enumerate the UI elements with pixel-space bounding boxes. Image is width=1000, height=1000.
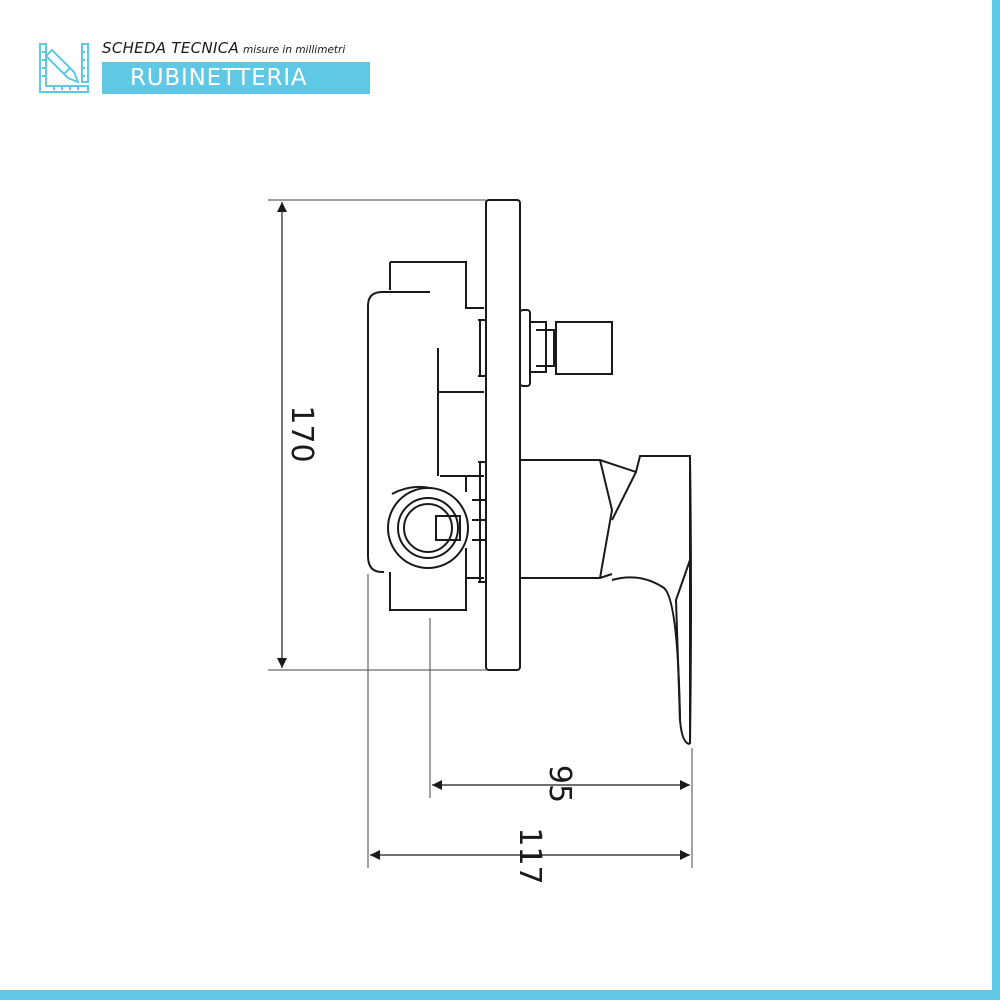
extension-lines xyxy=(268,199,693,868)
frame-border-bottom xyxy=(0,990,1000,1000)
ruler-pencil-icon xyxy=(39,43,89,93)
dim-label-95: 95 xyxy=(542,765,577,803)
dim-label-117: 117 xyxy=(512,827,547,884)
dim-label-height: 170 xyxy=(284,405,319,462)
diverter-port xyxy=(387,485,469,569)
header-subtitle: misure in millimetri xyxy=(243,44,346,56)
frame-border-right xyxy=(992,0,1000,1000)
diverter-knob xyxy=(519,309,613,387)
wall-plate xyxy=(485,199,521,671)
mixer-lever xyxy=(519,455,692,745)
valve-body xyxy=(367,261,486,611)
category-badge: RUBINETTERIA xyxy=(102,62,370,94)
header-title: SCHEDA TECNICA xyxy=(102,39,240,57)
dimension-lines xyxy=(277,202,690,860)
